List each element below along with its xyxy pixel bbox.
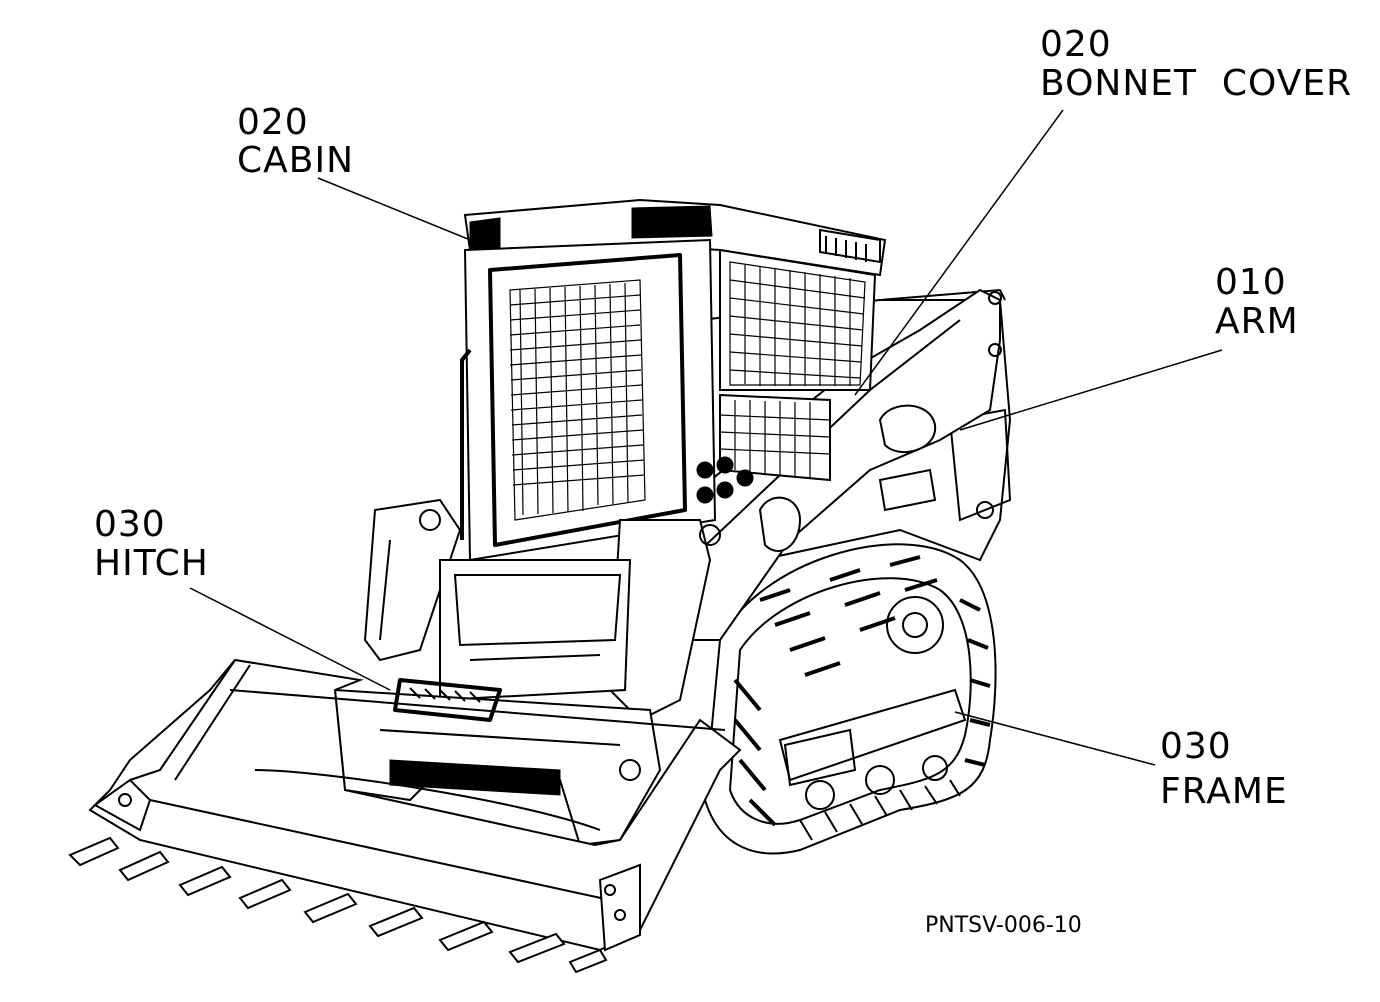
callout-bonnet-label: BONNET COVER	[1040, 63, 1352, 104]
callout-hitch-label: HITCH	[94, 543, 209, 584]
leader-arm	[959, 349, 1223, 431]
callout-cabin-label: CABIN	[237, 140, 354, 181]
leader-frame	[954, 711, 1156, 766]
bucket	[68, 658, 742, 974]
callout-cabin-code: 020	[237, 102, 309, 143]
cabin	[460, 198, 887, 562]
leader-bonnet	[854, 109, 1064, 396]
callout-frame-code: 030	[1160, 726, 1232, 767]
callout-bonnet-cover: 020 BONNET COVER	[1040, 24, 1352, 104]
callout-cabin: 020 CABIN	[237, 102, 354, 181]
callout-frame: 030 FRAME	[1160, 726, 1288, 812]
leader-hitch	[189, 587, 391, 691]
drawing-reference-number: PNTSV-006-10	[925, 913, 1082, 938]
callout-hitch: 030 HITCH	[94, 504, 209, 584]
left-arm	[363, 498, 721, 722]
leader-cabin	[317, 177, 491, 249]
callout-bonnet-code: 020	[1040, 24, 1112, 65]
callout-frame-label: FRAME	[1160, 771, 1288, 812]
track-assembly	[703, 543, 997, 855]
callout-arm-code: 010	[1215, 262, 1287, 303]
callout-arm-label: ARM	[1215, 301, 1299, 342]
front-panel	[333, 559, 662, 847]
callout-hitch-code: 030	[94, 504, 166, 545]
leader-lines	[189, 109, 1223, 766]
callout-arm: 010 ARM	[1215, 262, 1299, 342]
